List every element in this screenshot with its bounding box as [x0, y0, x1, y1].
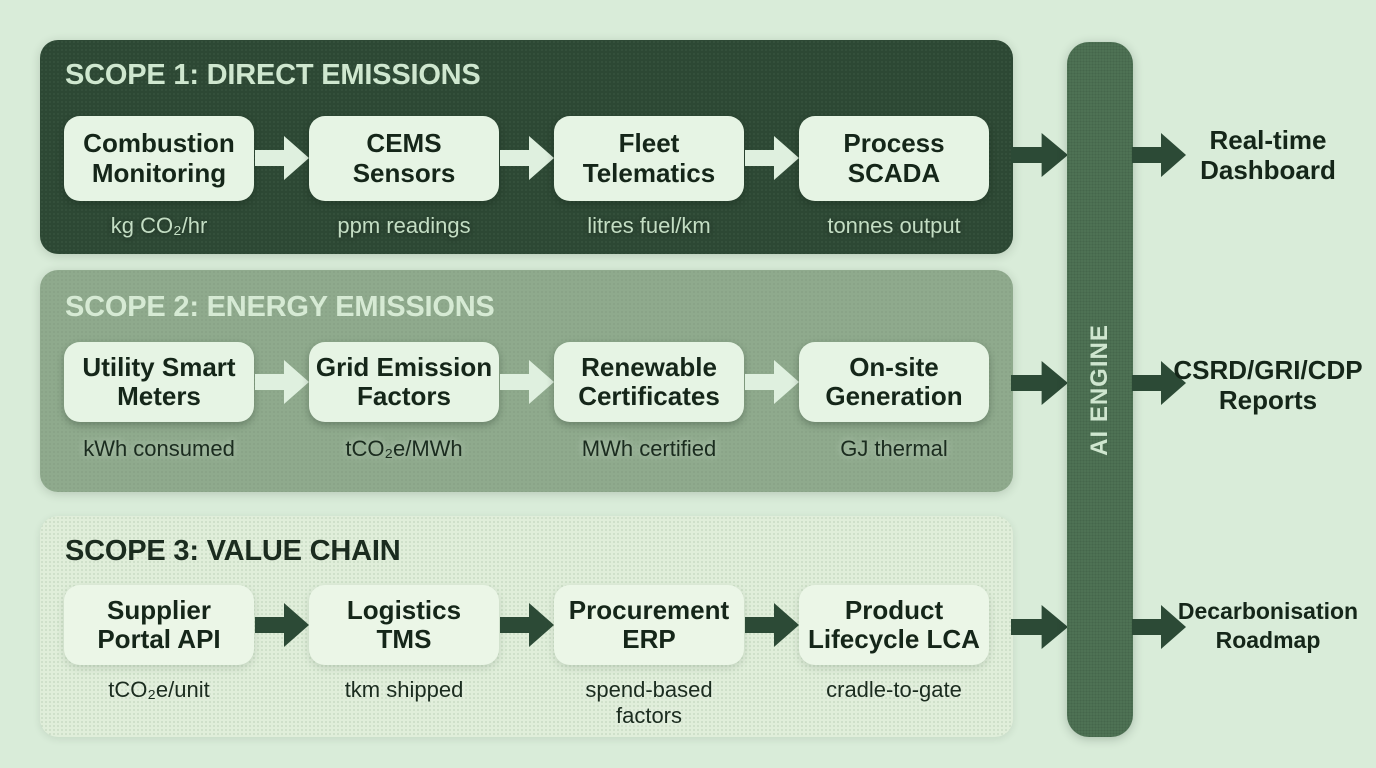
unit-tonnes-output: tonnes output [827, 213, 961, 238]
node-box-combustion-monitoring: Combustion Monitoring [64, 116, 254, 201]
node-product-lifecycle-lca: Product Lifecycle LCA cradle-to-gate [799, 585, 989, 703]
node-utility-smart-meters: Utility Smart Meters kWh consumed [64, 342, 254, 462]
output-realtime-dashboard: Real-time Dashboard [1200, 125, 1336, 185]
scope3-panel: SCOPE 3: VALUE CHAIN Supplier Portal API… [40, 516, 1013, 737]
unit-ppm-readings: ppm readings [337, 213, 471, 238]
right-arrow-icon [499, 136, 554, 180]
node-fleet-telematics: Fleet Telematics litres fuel/km [554, 116, 744, 239]
unit-spend-based-factors: spend-based factors [585, 677, 713, 728]
node-logistics-tms: Logistics TMS tkm shipped [309, 585, 499, 703]
right-arrow-icon [1011, 133, 1068, 177]
node-box-grid-emission-factors: Grid Emission Factors [309, 342, 499, 422]
unit-litres-fuel-km: litres fuel/km [587, 213, 711, 238]
right-arrow-icon [1132, 605, 1186, 649]
right-arrow-icon [254, 136, 309, 180]
right-arrow-icon [1132, 133, 1186, 177]
right-arrow-icon [254, 603, 309, 647]
scope2-node-row: Utility Smart Meters kWh consumed Grid E… [40, 342, 1013, 462]
node-box-fleet-telematics: Fleet Telematics [554, 116, 744, 201]
scope1-node-row: Combustion Monitoring kg CO₂/hr CEMS Sen… [40, 116, 1013, 239]
scope3-title: SCOPE 3: VALUE CHAIN [65, 535, 401, 567]
ai-engine-label: AI ENGINE [1086, 323, 1113, 456]
unit-gj-thermal: GJ thermal [840, 436, 948, 461]
node-procurement-erp: Procurement ERP spend-based factors [554, 585, 744, 729]
node-combustion-monitoring: Combustion Monitoring kg CO₂/hr [64, 116, 254, 239]
node-supplier-portal-api: Supplier Portal API tCO₂e/unit [64, 585, 254, 703]
node-grid-emission-factors: Grid Emission Factors tCO₂e/MWh [309, 342, 499, 462]
node-box-renewable-certificates: Renewable Certificates [554, 342, 744, 422]
node-box-utility-smart-meters: Utility Smart Meters [64, 342, 254, 422]
right-arrow-icon [1011, 605, 1068, 649]
scope3-node-row: Supplier Portal API tCO₂e/unit Logistics… [40, 585, 1013, 729]
node-cems-sensors: CEMS Sensors ppm readings [309, 116, 499, 239]
node-process-scada: Process SCADA tonnes output [799, 116, 989, 239]
right-arrow-icon [744, 360, 799, 404]
scope2-title: SCOPE 2: ENERGY EMISSIONS [65, 291, 495, 323]
right-arrow-icon [744, 603, 799, 647]
node-box-process-scada: Process SCADA [799, 116, 989, 201]
node-box-cems-sensors: CEMS Sensors [309, 116, 499, 201]
scope1-panel: SCOPE 1: DIRECT EMISSIONS Combustion Mon… [40, 40, 1013, 254]
ai-engine-bar: AI ENGINE [1067, 42, 1133, 737]
unit-mwh-certified: MWh certified [581, 436, 717, 461]
right-arrow-icon [1011, 361, 1068, 405]
unit-tco2e-unit: tCO₂e/unit [108, 677, 210, 702]
right-arrow-icon [499, 603, 554, 647]
unit-cradle-to-gate: cradle-to-gate [826, 677, 962, 702]
node-renewable-certificates: Renewable Certificates MWh certified [554, 342, 744, 462]
node-box-on-site-generation: On-site Generation [799, 342, 989, 422]
unit-tco2e-mwh: tCO₂e/MWh [345, 436, 463, 461]
unit-tkm-shipped: tkm shipped [344, 677, 464, 702]
node-box-logistics-tms: Logistics TMS [309, 585, 499, 665]
node-box-supplier-portal-api: Supplier Portal API [64, 585, 254, 665]
right-arrow-icon [744, 136, 799, 180]
unit-kg-co2-hr: kg CO₂/hr [110, 213, 208, 238]
unit-kwh-consumed: kWh consumed [83, 436, 235, 461]
scope2-panel: SCOPE 2: ENERGY EMISSIONS Utility Smart … [40, 270, 1013, 492]
right-arrow-icon [254, 360, 309, 404]
output-csrd-gri-cdp-reports: CSRD/GRI/CDP Reports [1173, 355, 1363, 415]
right-arrow-icon [499, 360, 554, 404]
scope1-title: SCOPE 1: DIRECT EMISSIONS [65, 59, 481, 91]
node-box-procurement-erp: Procurement ERP [554, 585, 744, 665]
node-on-site-generation: On-site Generation GJ thermal [799, 342, 989, 462]
right-arrow-icon [1132, 361, 1186, 405]
node-box-product-lifecycle-lca: Product Lifecycle LCA [799, 585, 989, 665]
output-decarbonisation-roadmap: Decarbonisation Roadmap [1177, 598, 1359, 653]
